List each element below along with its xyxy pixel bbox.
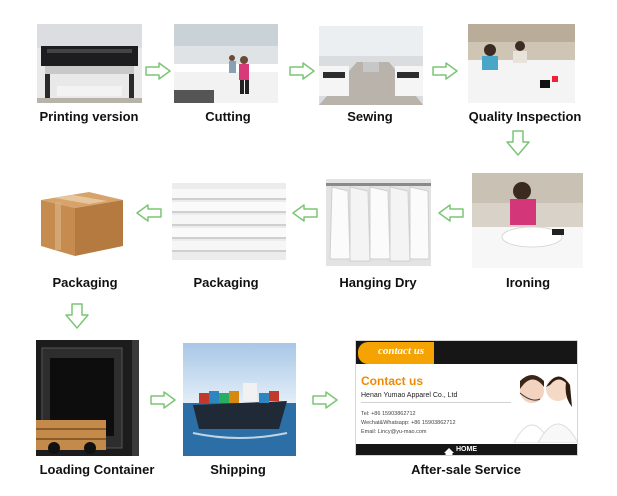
- packaging-box-photo: [37, 186, 126, 258]
- step-label-quality-inspection: Quality Inspection: [468, 109, 582, 124]
- step-label-printing-version: Printing version: [39, 109, 139, 124]
- step-label-ironing: Ironing: [505, 275, 551, 290]
- shipping-photo: [183, 343, 296, 456]
- printing-version-photo: [37, 24, 142, 103]
- quality-inspection-photo: [468, 24, 575, 103]
- footer-bar: [356, 444, 577, 455]
- step-label-cutting: Cutting: [205, 109, 251, 124]
- email-text: Email: Lincy@yu-mao.com: [361, 429, 427, 435]
- step-label-shipping: Shipping: [210, 462, 266, 477]
- wechat-text: Wechat&Whatsapp: +86 15903862712: [361, 420, 456, 426]
- packaging-stack-photo: [172, 183, 286, 260]
- arrow-right-icon: [432, 62, 458, 85]
- home-icon: [444, 445, 454, 455]
- cutting-photo: [174, 24, 278, 103]
- contact-banner-text: contact us: [378, 345, 425, 357]
- step-label-packaging-stack: Packaging: [193, 275, 259, 290]
- step-label-packaging-box: Packaging: [52, 275, 118, 290]
- operators-image: [506, 367, 577, 444]
- arrow-down-icon: [64, 303, 90, 334]
- step-label-loading-container: Loading Container: [39, 462, 155, 477]
- contact-card: contact us Contact us Henan Yumao Appare…: [355, 340, 578, 456]
- arrow-right-icon: [289, 62, 315, 85]
- loading-container-photo: [36, 340, 139, 456]
- step-label-hanging-dry: Hanging Dry: [339, 275, 417, 290]
- arrow-left-icon: [292, 204, 318, 227]
- arrow-left-icon: [438, 204, 464, 227]
- contact-heading: Contact us: [361, 374, 424, 388]
- step-label-sewing: Sewing: [347, 109, 393, 124]
- arrow-right-icon: [312, 391, 338, 414]
- contact-banner-badge: [358, 342, 434, 364]
- ironing-photo: [472, 173, 583, 268]
- home-text: HOME: [456, 446, 477, 453]
- company-name: Henan Yumao Apparel Co., Ltd: [361, 392, 458, 399]
- step-label-after-sale-service: After-sale Service: [411, 462, 521, 477]
- arrow-down-icon: [505, 130, 531, 161]
- arrow-right-icon: [145, 62, 171, 85]
- hanging-dry-photo: [326, 179, 431, 266]
- sewing-photo: [319, 26, 423, 105]
- divider: [361, 402, 511, 403]
- tel-text: Tel: +86 15903862712: [361, 411, 416, 417]
- arrow-left-icon: [136, 204, 162, 227]
- arrow-right-icon: [150, 391, 176, 414]
